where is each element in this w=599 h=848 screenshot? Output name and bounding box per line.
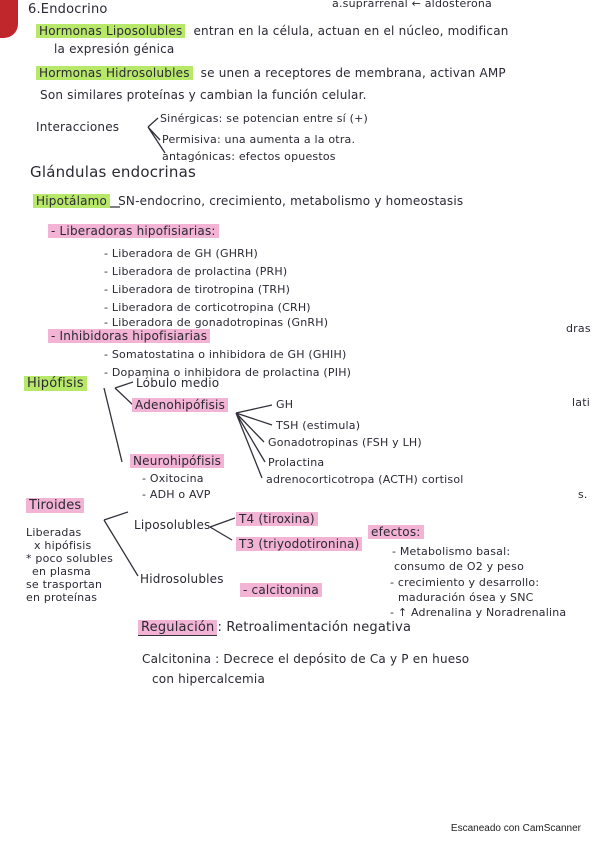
liberadora-crh: - Liberadora de corticotropina (CRH) [104,301,311,314]
calcitonina-line1: Calcitonina : Decrece el depósito de Ca … [142,652,470,666]
margin-fragment: s. [578,488,588,501]
adeno-gonadotropinas: Gonadotropinas (FSH y LH) [268,436,422,449]
interaccion-permisiva: Permisiva: una aumenta a la otra. [162,133,356,146]
hipofisis-label: Hipófisis [24,376,87,391]
efecto-consumo: consumo de O2 y peso [394,560,525,573]
adeno-acth: adrenocorticotropa (ACTH) cortisol [266,473,464,486]
liberadora-ghrh: - Liberadora de GH (GHRH) [104,247,258,260]
liberadora-gnrh: - Liberadora de gonadotropinas (GnRH) [104,316,329,329]
neuro-adh: - ADH o AVP [142,488,211,501]
interaccion-sinergicas: Sinérgicas: se potencian entre sí (+) [160,112,369,125]
hipotalamo-desc: SN-endocrino, crecimiento, metabolismo y… [118,194,464,208]
lobulo-medio: Lóbulo medio [136,376,220,390]
tiroides-label: Tiroides [26,498,85,513]
hidrosolubles-label: Hormonas Hidrosolubles [36,66,193,80]
efecto-maduracion: maduración ósea y SNC [398,591,534,604]
inhibidora-pih: - Dopamina o inhibidora de prolactina (P… [104,366,352,379]
interaccion-antagonicas: antagónicas: efectos opuestos [162,150,336,163]
inhibidoras-label: - Inhibidoras hipofisiarias [48,329,211,343]
liposolubles-label: Hormonas Liposolubles [36,24,186,38]
liposolubles-text1: entran en la célula, actuan en el núcleo… [193,24,509,38]
section-title: 6.Endocrino [28,2,108,17]
margin-fragment: dras [566,322,591,335]
efecto-crecimiento: - crecimiento y desarrollo: [390,576,540,589]
hidrosolubles-text1: se unen a receptores de membrana, activa… [200,66,506,80]
adenohipofisis-label: Adenohipófisis [132,398,229,412]
tiroides-side-note: Liberadas x hipófisis * poco solubles en… [26,526,114,604]
adeno-tsh: TSH (estimula) [276,419,361,432]
tiroides-liposolubles: Liposolubles [134,518,211,532]
tiroides-calcitonina: - calcitonina [240,583,322,597]
red-corner-mark [0,0,18,38]
neuro-oxitocina: - Oxitocina [142,472,204,485]
liberadora-prh: - Liberadora de prolactina (PRH) [104,265,288,278]
efecto-metabolismo: - Metabolismo basal: [392,545,511,558]
margin-fragment: lati [572,396,590,409]
hidrosolubles-text2: Son similares proteínas y cambian la fun… [40,88,367,102]
interacciones-label: Interacciones [36,120,120,134]
adeno-prolactina: Prolactina [268,456,325,469]
hipotalamo-label: Hipotálamo [33,194,111,208]
tiroides-t3: T3 (triyodotironina) [236,537,363,551]
liposolubles-text2: la expresión génica [54,42,175,56]
top-right-fragment: a.suprarrenal ← aldosterona [332,0,492,10]
efectos-label: efectos: [368,525,424,539]
liberadora-trh: - Liberadora de tirotropina (TRH) [104,283,291,296]
tiroides-hidrosolubles: Hidrosolubles [140,572,224,586]
efecto-adrenalina: - ↑ Adrenalina y Noradrenalina [390,606,567,619]
regulacion-text: : Retroalimentación negativa [217,620,412,635]
inhibidora-ghih: - Somatostatina o inhibidora de GH (GHIH… [104,348,347,361]
tiroides-t4: T4 (tiroxina) [236,512,318,526]
glandulas-title: Glándulas endocrinas [30,163,196,181]
calcitonina-line2: con hipercalcemia [152,672,266,686]
regulacion-label: Regulación [138,620,218,636]
liberadoras-label: - Liberadoras hipofisiarias: [48,224,219,238]
neurohipofisis-label: Neurohipófisis [130,454,225,468]
adeno-gh: GH [276,398,294,411]
camscanner-footer: Escaneado con CamScanner [450,823,581,834]
